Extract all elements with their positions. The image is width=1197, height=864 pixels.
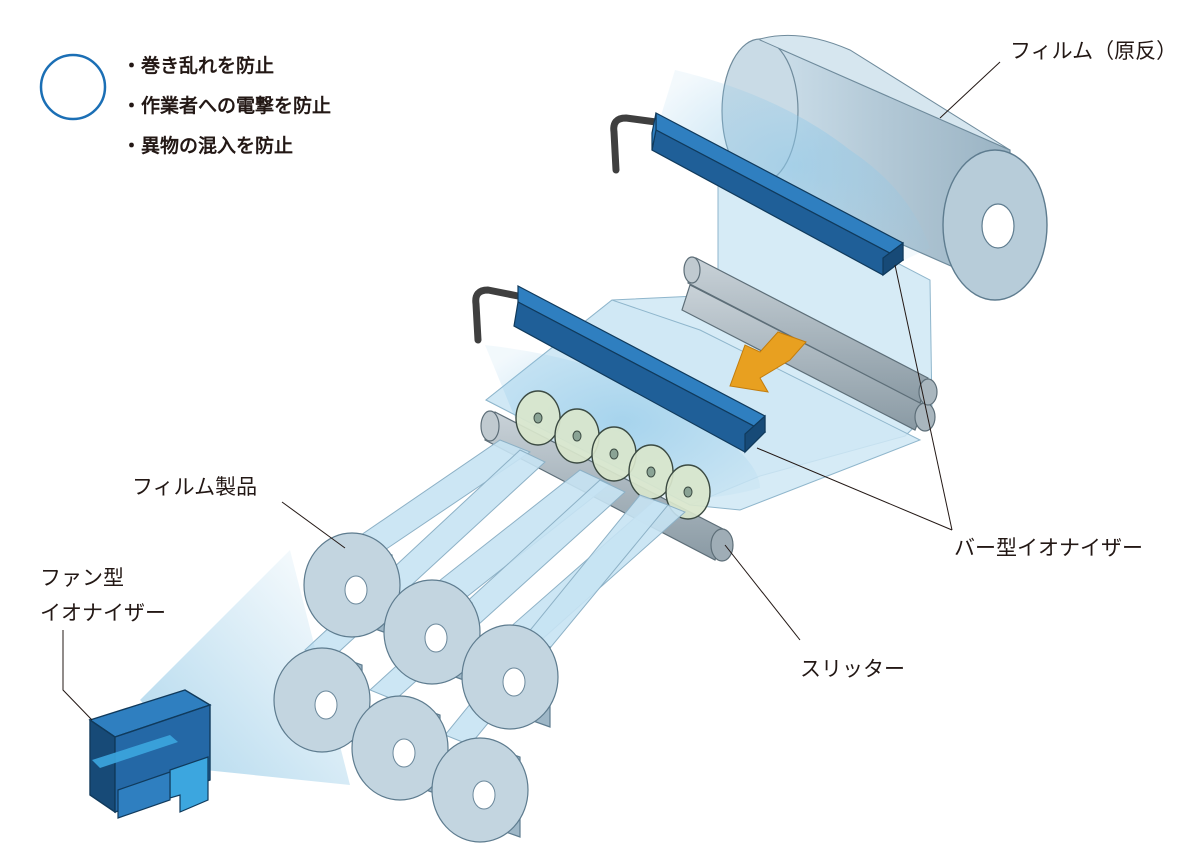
legend-circle-icon: [39, 53, 107, 121]
product-coil: [431, 737, 529, 843]
product-coil: [351, 695, 449, 801]
product-coil: [461, 624, 559, 730]
label-fan-ionizer-line1: ファン型: [40, 566, 124, 590]
slitter-blades: [515, 390, 711, 520]
legend-item-shock: ・作業者への電撃を防止: [122, 94, 331, 117]
original-film-roll: [721, 34, 1048, 301]
label-film-original: フィルム（原反）: [1010, 39, 1177, 63]
flow-direction-arrow-icon: [729, 331, 807, 393]
label-fan-ionizer-line2: イオナイザー: [40, 601, 166, 625]
legend: ・巻き乱れを防止 ・作業者への電撃を防止 ・異物の混入を防止: [39, 53, 331, 157]
fan-ionizer: [88, 689, 212, 819]
product-coil: [273, 647, 371, 753]
label-bar-ionizer: バー型イオナイザー: [954, 536, 1143, 560]
product-coils: [273, 532, 559, 843]
roll-core-hole: [981, 203, 1015, 249]
legend-item-contamination: ・異物の混入を防止: [122, 134, 293, 157]
product-coil: [383, 579, 481, 685]
bar-ionizer-lower: [472, 285, 767, 454]
bar-ionizer-upper: [610, 112, 905, 277]
lower-bar-ion-cloud: [485, 345, 760, 499]
label-film-product: フィルム製品: [132, 475, 257, 499]
legend-item-winding: ・巻き乱れを防止: [122, 54, 274, 77]
leader-lines: [62, 61, 1001, 721]
label-slitter: スリッター: [800, 657, 905, 681]
upper-bar-ion-cloud: [655, 70, 930, 262]
product-coil: [303, 532, 401, 638]
